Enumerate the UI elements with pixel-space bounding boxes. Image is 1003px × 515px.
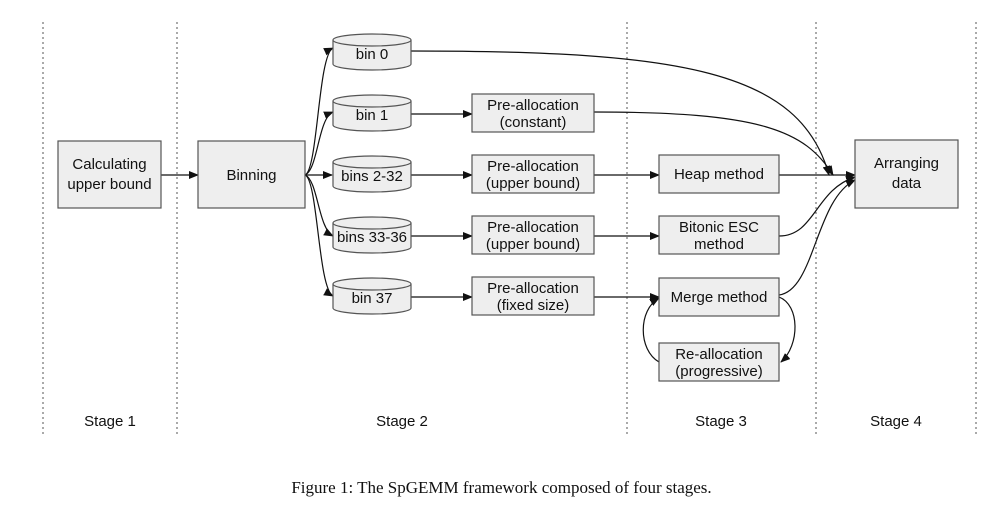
- node-label: upper bound: [67, 176, 151, 193]
- edge-binning-to-bin1: [304, 111, 334, 176]
- node-label: bin 1: [356, 107, 389, 124]
- stage-2-label: Stage 2: [376, 413, 428, 430]
- reallocation-progressive-node: Re-allocation (progressive): [658, 342, 780, 382]
- bin-0-cylinder: bin 0: [332, 33, 412, 71]
- edge-bin0-to-arrange: [410, 50, 831, 176]
- bin-1-cylinder: bin 1: [332, 94, 412, 132]
- stage-1-label: Stage 1: [84, 413, 136, 430]
- node-label: Pre-allocation: [487, 280, 579, 297]
- stage-4-label: Stage 4: [870, 413, 922, 430]
- node-label: data: [892, 175, 922, 192]
- node-label: (progressive): [675, 363, 763, 380]
- node-label: bins 2-32: [341, 168, 403, 185]
- node-label: Merge method: [671, 289, 768, 306]
- edge-bitonic-to-arrange: [778, 175, 856, 237]
- bins-2-32-cylinder: bins 2-32: [332, 155, 412, 193]
- bins-33-36-cylinder: bins 33-36: [332, 216, 412, 254]
- stage-3-label: Stage 3: [695, 413, 747, 430]
- heap-method-node: Heap method: [658, 154, 780, 194]
- figure-caption: Figure 1: The SpGEMM framework composed …: [291, 478, 712, 497]
- edge-merge-to-realloc: [778, 296, 796, 363]
- bin-37-cylinder: bin 37: [332, 277, 412, 315]
- edge-realloc-to-merge: [642, 297, 660, 363]
- stage-separators: [42, 22, 977, 436]
- bitonic-esc-method-node: Bitonic ESC method: [658, 215, 780, 255]
- node-label: bin 37: [352, 290, 393, 307]
- node-label: (upper bound): [486, 236, 580, 253]
- node-label: Bitonic ESC: [679, 219, 759, 236]
- arranging-data-node: Arranging data: [854, 139, 959, 209]
- node-label: Heap method: [674, 166, 764, 183]
- prealloc-upper-bound-node: Pre-allocation (upper bound): [471, 154, 595, 194]
- node-label: (fixed size): [497, 297, 570, 314]
- node-label: (constant): [500, 114, 567, 131]
- node-label: Pre-allocation: [487, 158, 579, 175]
- calculating-upper-bound-node: Calculating upper bound: [57, 140, 162, 209]
- node-label: Re-allocation: [675, 346, 763, 363]
- node-label: (upper bound): [486, 175, 580, 192]
- edge-binning-to-bins33-36: [304, 174, 334, 237]
- edge-merge-to-arrange: [778, 179, 856, 296]
- node-label: Arranging: [874, 155, 939, 172]
- prealloc-upper-bound-node-2: Pre-allocation (upper bound): [471, 215, 595, 255]
- edge-prealloc-const-to-arrange: [593, 111, 834, 176]
- node-label: bins 33-36: [337, 229, 407, 246]
- edge-binning-to-bin0: [304, 47, 334, 176]
- edges: [161, 47, 856, 363]
- node-label: method: [694, 236, 744, 253]
- node-label: Binning: [226, 167, 276, 184]
- merge-method-node: Merge method: [658, 277, 780, 317]
- prealloc-fixed-size-node: Pre-allocation (fixed size): [471, 276, 595, 316]
- node-label: Pre-allocation: [487, 219, 579, 236]
- node-label: bin 0: [356, 46, 389, 63]
- edge-binning-to-bin37: [304, 174, 334, 297]
- node-label: Pre-allocation: [487, 97, 579, 114]
- node-label: Calculating: [72, 156, 146, 173]
- prealloc-constant-node: Pre-allocation (constant): [471, 93, 595, 133]
- binning-node: Binning: [197, 140, 306, 209]
